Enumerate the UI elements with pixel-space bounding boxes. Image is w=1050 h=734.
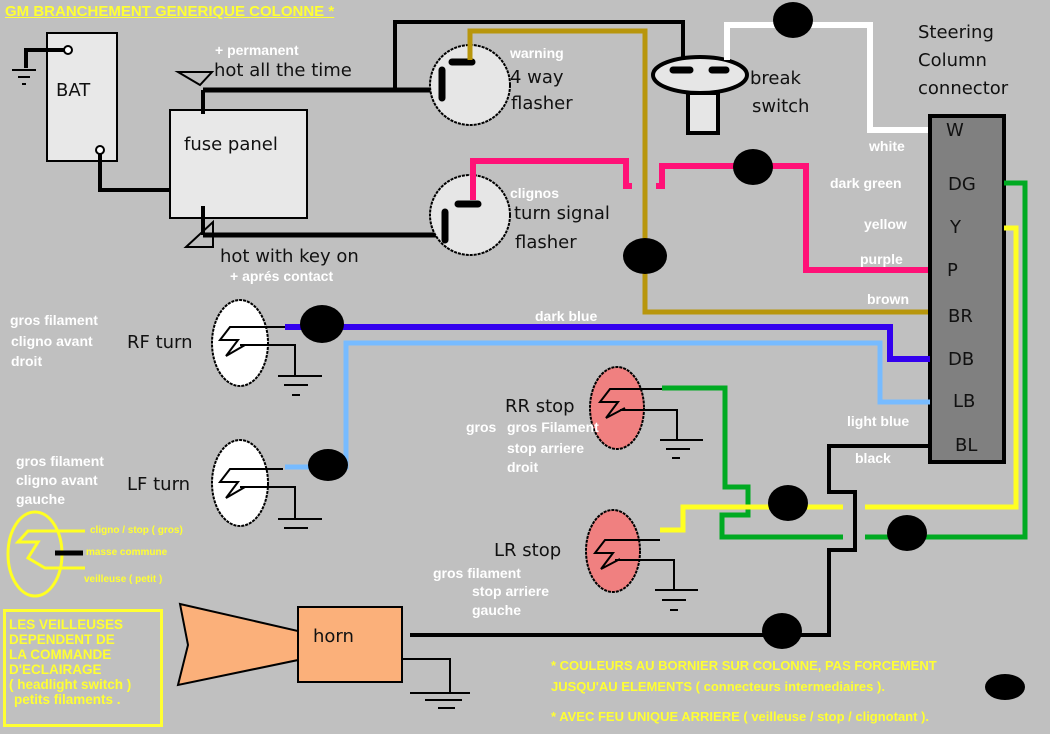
lf-desc-3: gauche <box>16 491 66 507</box>
brake-switch <box>651 55 749 95</box>
footnote-2: JUSQU'AU ELEMENTS ( connecteurs intermed… <box>551 679 885 694</box>
rf-turn-label: RF turn <box>127 332 193 353</box>
note-line-6: petits filaments . <box>14 692 121 707</box>
rr-desc-3: droit <box>507 459 539 475</box>
lf-turn-lamp <box>211 439 322 529</box>
dark-green-wire-b <box>662 385 843 540</box>
white-wire <box>724 22 930 133</box>
hot-all-time-label: hot all the time <box>214 60 352 81</box>
lr-desc-3: gauche <box>472 602 522 618</box>
wire-label-purple: purple <box>860 251 903 267</box>
legend-masse: masse commune <box>86 547 168 558</box>
pin-bl: BL <box>955 435 978 456</box>
pin-db: DB <box>948 349 975 370</box>
rf-desc-2: cligno avant <box>11 333 93 349</box>
pin-lb: LB <box>953 391 976 412</box>
black-wire <box>410 444 930 637</box>
brake-label: break <box>750 68 801 89</box>
turn-signal-flasher-label: flasher <box>515 232 577 253</box>
lf-turn-label: LF turn <box>127 474 191 495</box>
steering-label-1: Steering <box>918 22 994 43</box>
battery-to-fuse-wire <box>98 154 170 192</box>
lf-desc-2: cligno avant <box>16 472 98 488</box>
fuse-panel-box <box>169 109 308 219</box>
rr-gros-label: gros <box>466 419 497 435</box>
battery-box <box>46 32 118 162</box>
rr-stop-label: RR stop <box>505 396 575 417</box>
footnote-1: * COULEURS AU BORNIER SUR COLONNE, PAS F… <box>551 658 937 673</box>
turn-signal-label: turn signal <box>514 203 610 224</box>
four-way-label: 4 way <box>510 67 564 88</box>
brown-wire <box>467 28 930 315</box>
wire-label-dark-green: dark green <box>830 175 902 191</box>
ground-icon <box>12 69 36 85</box>
steering-label-2: Column <box>918 50 987 71</box>
lf-desc-1: gros filament <box>16 453 104 469</box>
note-line-4: D'ECLAIRAGE <box>9 662 102 677</box>
fuse-panel-label: fuse panel <box>184 134 278 155</box>
lr-stop-lamp <box>585 509 698 611</box>
wire-label-light-blue: light blue <box>847 413 910 429</box>
note-line-3: LA COMMANDE <box>9 647 112 662</box>
rr-desc-1: gros Filament <box>507 419 599 435</box>
dark-green-wire <box>865 180 1028 540</box>
battery-label: BAT <box>56 80 91 101</box>
clignos-label: clignos <box>510 185 560 201</box>
note-line-5: ( headlight switch ) <box>9 677 132 692</box>
footnote-3: * AVEC FEU UNIQUE ARRIERE ( veilleuse / … <box>551 709 930 724</box>
purple-wire-a <box>470 158 632 200</box>
rf-desc-3: droit <box>11 353 43 369</box>
dark-blue-wire <box>285 324 930 362</box>
legend-cligno: cligno / stop ( gros) <box>90 525 183 536</box>
battery-ground-wire <box>24 48 65 68</box>
pin-y: Y <box>950 217 961 238</box>
horn <box>176 602 470 709</box>
splice-dots <box>300 2 1025 700</box>
pin-br: BR <box>948 306 973 327</box>
apres-contact-label: + aprés contact <box>230 268 334 284</box>
four-way-flasher-label: flasher <box>511 93 573 114</box>
pin-dg: DG <box>948 174 976 195</box>
note-box: LES VEILLEUSES DEPENDENT DE LA COMMANDE … <box>3 609 163 727</box>
lr-stop-label: LR stop <box>494 540 562 561</box>
wire-label-dark-blue: dark blue <box>535 308 598 324</box>
flasher-to-brake-wire <box>393 20 685 92</box>
steering-label-3: connector <box>918 78 1009 99</box>
pin-w: W <box>946 120 964 141</box>
wire-label-brown: brown <box>867 291 909 307</box>
lr-desc-1: gros filament <box>433 565 521 581</box>
hot-key-on-label: hot with key on <box>220 246 359 267</box>
diagram-title: GM BRANCHEMENT GENERIQUE COLONNE * <box>5 3 335 20</box>
rf-turn-lamp <box>211 299 322 396</box>
wire-label-yellow: yellow <box>864 216 907 232</box>
yellow-wire-b <box>660 504 843 533</box>
horn-label: horn <box>313 626 354 647</box>
brake-switch-label: switch <box>752 96 810 117</box>
rr-desc-2: stop arriere <box>507 440 585 456</box>
rf-desc-1: gros filament <box>10 312 98 328</box>
wire-label-black: black <box>855 450 891 466</box>
wire-label-white: white <box>869 138 905 154</box>
lr-desc-2: stop arriere <box>472 583 550 599</box>
legend-veilleuse: veilleuse ( petit ) <box>84 574 163 585</box>
note-line-1: LES VEILLEUSES <box>9 617 124 632</box>
note-line-2: DEPENDENT DE <box>9 632 115 647</box>
steering-column-connector <box>928 114 1006 464</box>
permanent-label: + permanent <box>215 42 299 58</box>
pin-p: P <box>947 260 958 281</box>
warning-label: warning <box>510 45 564 61</box>
yellow-wire <box>865 225 1019 510</box>
rr-stop-lamp <box>589 366 703 459</box>
